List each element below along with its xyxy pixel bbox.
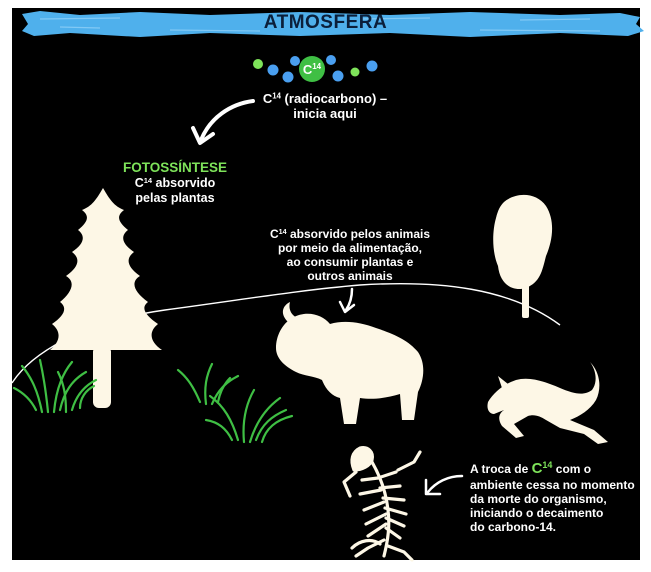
death-line-1: A troca de C14 com o xyxy=(470,460,592,477)
photosynthesis-heading: FOTOSSÍNTESE xyxy=(122,160,228,175)
intro-line-2: inicia aqui xyxy=(293,106,357,122)
radiocarbon-intro: C14 (radiocarbono) – inicia aqui xyxy=(240,91,410,122)
bison-icon xyxy=(276,302,424,424)
animals-block: C14 absorvido pelos animais por meio da … xyxy=(250,227,450,284)
banner-texture xyxy=(39,17,601,32)
pine-tree-icon xyxy=(50,188,162,408)
banner-title: ATMOSFERA xyxy=(263,12,388,33)
photosynthesis-line-1: C14 absorvido xyxy=(134,175,216,190)
death-line-4: iniciando o decaimento xyxy=(470,506,604,520)
death-line-5: do carbono-14. xyxy=(470,520,557,535)
skeleton-icon xyxy=(342,446,422,562)
animals-line-2: por meio da alimentação, xyxy=(277,241,423,256)
death-block: A troca de C14 com o ambiente cessa no m… xyxy=(470,460,640,534)
bison-arrow-icon xyxy=(338,287,356,314)
intro-line-1: C14 (radiocarbono) – xyxy=(262,91,388,106)
white-frame-bottom xyxy=(0,560,651,567)
photosynthesis-line-2: pelas plantas xyxy=(135,190,215,205)
grass-icon-2 xyxy=(176,362,294,444)
photosynthesis-block: FOTOSSÍNTESE C14 absorvido pelas plantas xyxy=(100,160,250,205)
grass-icon xyxy=(12,358,98,414)
animals-line-1: C14 absorvido pelos animais xyxy=(269,227,431,241)
molecule-label: C14 xyxy=(303,62,322,77)
round-tree-icon xyxy=(493,194,553,318)
death-line-2: ambiente cessa no momento xyxy=(470,477,635,492)
animals-line-3: ao consumir plantas e xyxy=(286,255,414,270)
carbon-molecule-icon xyxy=(253,55,378,83)
curved-arrow-icon xyxy=(191,99,255,145)
animals-line-4: outros animais xyxy=(307,269,393,284)
wolf-icon xyxy=(487,362,608,444)
skeleton-arrow-icon xyxy=(424,474,464,496)
death-line-3: da morte do organismo, xyxy=(470,491,607,506)
